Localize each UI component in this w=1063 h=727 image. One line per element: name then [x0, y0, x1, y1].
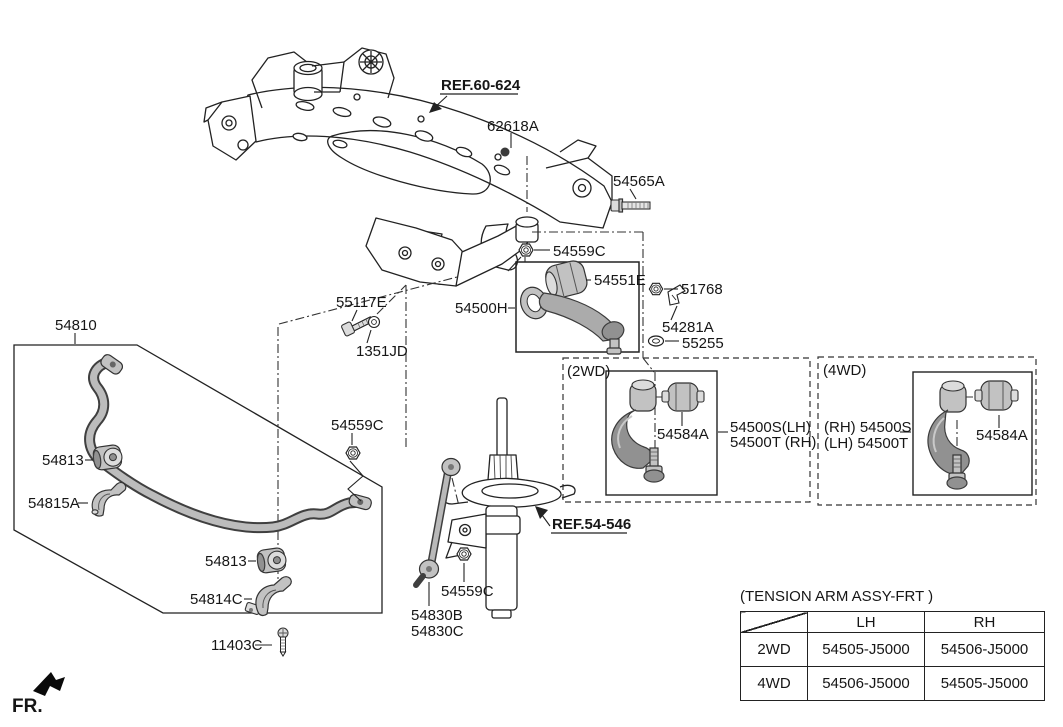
label-54810: 54810 — [55, 317, 97, 334]
arm-2wd-inner-box — [605, 370, 718, 496]
tension-arm-assy-table: LH RH 2WD 54505-J5000 54506-J5000 4WD 54… — [740, 611, 1045, 701]
stabilizer-bar-group-box — [13, 344, 383, 614]
bracket-54815A-drawing — [91, 481, 127, 517]
cell-4wd-lh: 54506-J5000 — [807, 666, 925, 701]
strut-assembly-drawing — [442, 397, 576, 619]
row-label-2wd: 2WD — [740, 632, 808, 667]
ref54-arrowhead-icon — [535, 506, 548, 519]
stabilizer-bar-drawing — [84, 354, 372, 534]
bracket-54814C-drawing — [244, 576, 292, 617]
label-54830C: 54830C — [411, 623, 464, 640]
crossmember-subframe-drawing — [203, 47, 613, 287]
cell-2wd-rh: 54506-J5000 — [924, 632, 1045, 667]
bolt-62618A-drawing — [500, 147, 510, 157]
stabilizer-link-drawing — [413, 457, 461, 588]
label-arm-4wd-line2: (LH) 54500T — [824, 435, 908, 452]
label-54551E: 54551E — [594, 272, 646, 289]
bushing-54813-upper-drawing — [92, 444, 123, 471]
label-62618A: 62618A — [487, 118, 539, 135]
label-1351JD: 1351JD — [356, 343, 408, 360]
cell-4wd-rh: 54505-J5000 — [924, 666, 1045, 701]
label-54584A-2wd: 54584A — [657, 426, 709, 443]
tension-arm-2wd-drawing — [611, 379, 705, 483]
clip-54281A-drawing — [667, 284, 686, 306]
label-54830B: 54830B — [411, 607, 463, 624]
ref60-arrowhead-icon — [429, 102, 442, 113]
table-header-row: LH RH — [740, 611, 1045, 633]
washer-55255-drawing — [647, 335, 665, 347]
lateral-arm-54500H-drawing — [520, 260, 625, 355]
bolt-11403C-drawing — [277, 627, 289, 657]
bushing-54813-lower-drawing — [256, 547, 287, 574]
group-box-2wd — [562, 357, 811, 503]
label-ref-60-624: REF.60-624 — [441, 77, 521, 94]
table-header-rh: RH — [924, 611, 1045, 633]
label-54584A-4wd: 54584A — [976, 427, 1028, 444]
table-corner-cell — [740, 611, 808, 633]
table-row-2wd: 2WD 54505-J5000 54506-J5000 — [740, 632, 1045, 667]
nut-54559C-strut-drawing — [456, 547, 472, 561]
label-51768: 51768 — [681, 281, 723, 298]
label-group-4wd: (4WD) — [823, 362, 866, 379]
label-55117E: 55117E — [336, 294, 387, 311]
label-54281A: 54281A — [662, 319, 714, 336]
label-11403C: 11403C — [211, 637, 263, 654]
group-box-4wd — [817, 356, 1037, 506]
arm-4wd-inner-box — [912, 371, 1033, 496]
label-ref-54-546: REF.54-546 — [552, 516, 631, 533]
row-label-4wd: 4WD — [740, 666, 808, 701]
cell-2wd-lh: 54505-J5000 — [807, 632, 925, 667]
label-54559C-top: 54559C — [553, 243, 606, 260]
fr-label: FR. — [12, 696, 43, 717]
label-arm-4wd-line1: (RH) 54500S — [824, 419, 912, 436]
label-54559C-strut: 54559C — [441, 583, 494, 600]
bolt-54565A-drawing — [610, 198, 651, 213]
label-54814C: 54814C — [190, 591, 243, 608]
nut-54559C-mid-drawing — [345, 446, 361, 460]
label-54815A: 54815A — [28, 495, 80, 512]
label-54565A: 54565A — [613, 173, 665, 190]
washer-1351JD-drawing — [367, 315, 381, 329]
fr-arrow-icon — [33, 672, 65, 696]
bolt-55117E-drawing — [341, 316, 374, 337]
nut-51768-drawing — [648, 282, 664, 296]
tension-arm-4wd-drawing — [927, 380, 1019, 490]
label-group-2wd: (2WD) — [567, 363, 610, 380]
leader-lines — [74, 93, 1000, 646]
fr-direction-marker: FR. — [12, 672, 65, 717]
label-54500H: 54500H — [455, 300, 508, 317]
label-54813-upper: 54813 — [42, 452, 84, 469]
label-arm-2wd-line1: 54500S(LH) — [730, 419, 811, 436]
table-header-lh: LH — [807, 611, 925, 633]
label-arm-2wd-line2: 54500T (RH) — [730, 434, 816, 451]
tension-arm-table-block: (TENSION ARM ASSY-FRT ) LH RH 2WD 54505-… — [740, 588, 1045, 701]
table-row-4wd: 4WD 54506-J5000 54505-J5000 — [740, 666, 1045, 701]
label-54813-lower: 54813 — [205, 553, 247, 570]
label-55255: 55255 — [682, 335, 724, 352]
label-54559C-mid: 54559C — [331, 417, 384, 434]
nut-54559C-top-drawing — [518, 243, 534, 257]
table-title: (TENSION ARM ASSY-FRT ) — [740, 588, 934, 605]
